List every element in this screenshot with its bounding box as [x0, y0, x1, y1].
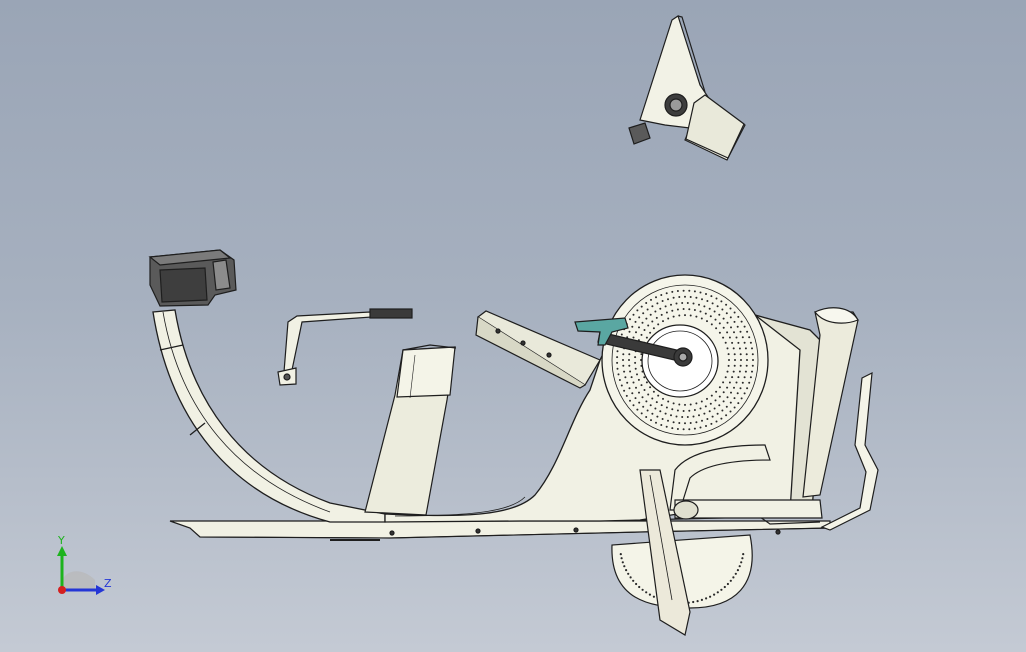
- seat-bucket[interactable]: [148, 249, 237, 307]
- origin-dot: [58, 586, 66, 594]
- seat-rail[interactable]: [475, 310, 601, 389]
- crank-arm[interactable]: [574, 317, 693, 367]
- handle-tubes[interactable]: [669, 444, 823, 520]
- handlebar-tube[interactable]: [820, 371, 879, 531]
- front-roller[interactable]: [611, 469, 753, 636]
- console-bracket[interactable]: [628, 15, 746, 161]
- seat-post[interactable]: [364, 344, 457, 516]
- y-axis-label: Y: [57, 534, 65, 547]
- z-axis-arrow-icon: [96, 585, 105, 595]
- y-axis-arrow-icon: [57, 546, 67, 556]
- front-post[interactable]: [802, 307, 859, 498]
- rear-curved-tube[interactable]: [152, 309, 386, 523]
- z-axis-label: Z: [104, 577, 112, 590]
- pedal-arm[interactable]: [277, 308, 413, 386]
- triad-plane: [60, 571, 95, 590]
- coordinate-triad: Y Z: [57, 534, 112, 595]
